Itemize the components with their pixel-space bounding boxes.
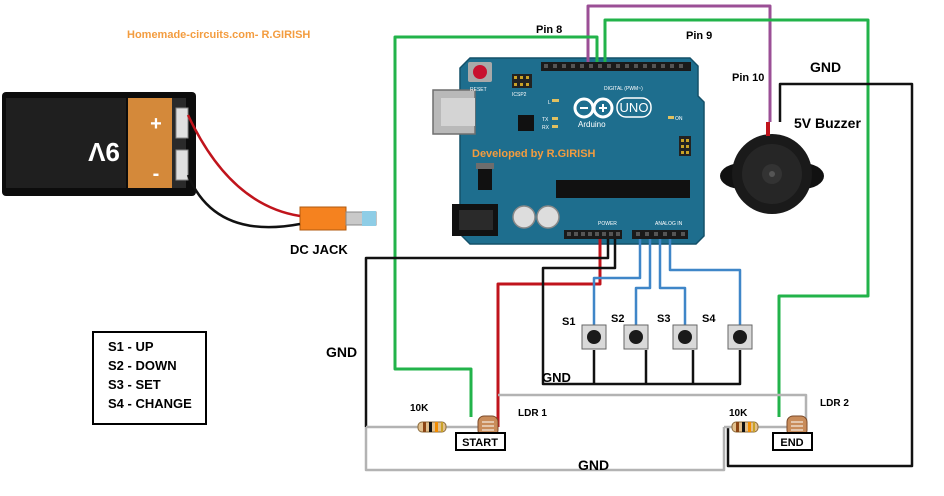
gnd-top-right-label: GND [810, 59, 841, 75]
analog-label: ANALOG IN [655, 221, 683, 227]
power-header [564, 230, 622, 239]
wire-gray-top [498, 393, 808, 420]
s1-label: S1 [562, 316, 575, 328]
battery-minus-terminal [175, 149, 189, 181]
start-box [455, 432, 506, 451]
switch-legend: S1 - UP S2 - DOWN S3 - SET S4 - CHANGE [92, 331, 207, 425]
dc-jack [299, 206, 377, 231]
gnd-switch-label: GND [542, 370, 571, 385]
wire-gnd-switches [541, 239, 742, 386]
pin8-label: Pin 8 [536, 24, 562, 36]
switch-s3 [672, 324, 698, 350]
wire-a2-s3 [658, 239, 687, 325]
icsp2-label: ICSP2 [512, 92, 527, 98]
usb-chip [518, 115, 534, 131]
legend-item-s4: S4 - CHANGE [108, 396, 192, 411]
icsp-header [679, 136, 691, 156]
battery-minus-sign: - [153, 163, 160, 185]
battery-plus-sign: + [150, 113, 162, 135]
wire-pin8 [393, 35, 599, 417]
legend-item-s1: S1 - UP [108, 339, 154, 354]
digital-label: DIGITAL (PWM~) [604, 86, 643, 92]
resistor-10k-1 [417, 421, 447, 433]
legend-item-s2: S2 - DOWN [108, 358, 177, 373]
board-brand: Arduino [578, 120, 606, 129]
start-label: START [462, 437, 498, 449]
end-box [772, 432, 813, 451]
voltage-regulator [478, 168, 492, 190]
switch-s4 [727, 324, 753, 350]
r1-label: 10K [410, 403, 429, 414]
battery-9v: + - 9V [2, 92, 196, 196]
capacitor-1 [512, 205, 536, 229]
dc-jack-label: DC JACK [290, 242, 348, 257]
wire-gray-bottom [364, 427, 726, 472]
end-label: END [780, 437, 803, 449]
gnd-left-label: GND [326, 344, 357, 360]
switch-s1 [581, 324, 607, 350]
buzzer-label: 5V Buzzer [794, 115, 861, 131]
reset-label: RESET [470, 87, 487, 93]
wire-pin9 [603, 18, 870, 417]
wire-a1-s2 [634, 239, 652, 325]
analog-header [632, 230, 688, 239]
tx-label: TX [542, 117, 549, 123]
ldr1-label: LDR 1 [518, 408, 547, 419]
ldr-2 [786, 415, 808, 437]
pin9-label: Pin 9 [686, 30, 712, 42]
ldr2-label: LDR 2 [820, 398, 849, 409]
battery-plus-terminal [175, 107, 189, 139]
s4-label: S4 [702, 313, 716, 325]
wire-5v [496, 239, 602, 427]
wire-battery-plus [186, 114, 301, 218]
legend-item-s3: S3 - SET [108, 377, 161, 392]
arduino-board: RESET ICSP2 DIGITAL (PWM~) UNO Arduino T… [432, 57, 705, 245]
pin10-label: Pin 10 [732, 72, 764, 84]
gnd-bottom-label: GND [578, 457, 609, 473]
s3-label: S3 [657, 313, 670, 325]
buzzer [720, 122, 824, 214]
capacitor-2 [536, 205, 560, 229]
switch-s2 [623, 324, 649, 350]
rx-label: RX [542, 125, 550, 131]
wire-a3-s4 [668, 239, 742, 325]
wire-a0-s1 [592, 239, 642, 325]
s2-label: S2 [611, 313, 624, 325]
arduino-logo: UNO Arduino [573, 97, 652, 129]
atmega-chip [556, 180, 690, 198]
on-label: ON [675, 116, 683, 122]
wire-pin10 [586, 4, 772, 122]
battery-label: 9V [87, 137, 119, 167]
wire-gnd-left [364, 239, 610, 427]
board-name: UNO [620, 100, 649, 115]
wires [186, 4, 914, 472]
resistor-10k-2 [731, 421, 759, 433]
wire-gnd-buzzer [726, 82, 914, 468]
developer-label: Developed by R.GIRISH [472, 148, 596, 160]
credit-label: Homemade-circuits.com- R.GIRISH [127, 29, 310, 41]
wire-battery-minus [186, 174, 301, 229]
r2-label: 10K [729, 408, 748, 419]
l-label: L [548, 100, 551, 106]
power-label: POWER [598, 221, 617, 227]
